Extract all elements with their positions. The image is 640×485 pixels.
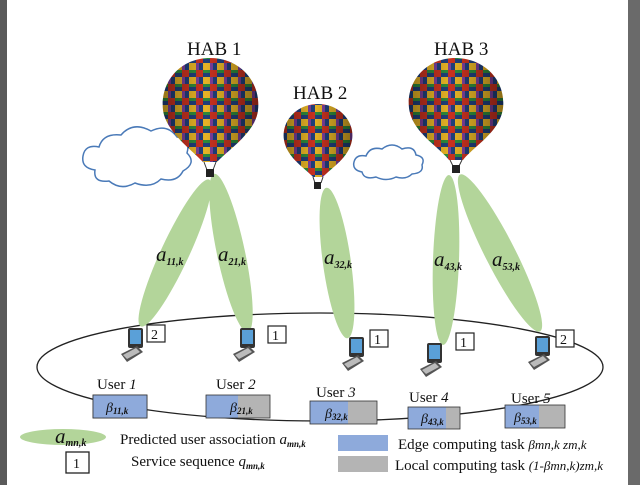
hab-2-label: HAB 2: [293, 83, 347, 104]
svg-text:1: 1: [460, 336, 467, 351]
user-4-task-bar: β43,k: [408, 407, 460, 429]
legend-seq-box-text: 1: [73, 457, 80, 472]
user-4-label: User 4: [409, 390, 449, 406]
legend-local-swatch: [338, 456, 388, 472]
user-1-sequence-box: 2: [147, 325, 165, 343]
user-1-task-bar: β11,k: [93, 395, 147, 418]
hab-3-label: HAB 3: [434, 39, 488, 60]
hab-2-balloon-icon: [284, 104, 353, 189]
user-3-label: User 3: [316, 385, 356, 401]
beam-a21: [200, 171, 261, 335]
user-4-sequence-box: 1: [456, 333, 474, 351]
legend-local-text: Local computing task (1-βmn,k)zm,k: [395, 458, 603, 474]
legend-edge-swatch: [338, 435, 388, 451]
svg-text:2: 2: [560, 333, 567, 348]
user-2-sequence-box: 1: [268, 326, 286, 344]
user-2-task-bar: β21,k: [206, 395, 270, 418]
legend-seq-text: Service sequence qmn,k: [131, 454, 265, 471]
beam-a11: [128, 174, 222, 333]
svg-text:1: 1: [374, 333, 381, 348]
svg-text:1: 1: [272, 329, 279, 344]
user-5-phone-icon: [528, 336, 550, 370]
hab-3-balloon-icon: [409, 58, 504, 173]
user-2-phone-icon: [233, 328, 255, 362]
user-4-phone-icon: [420, 343, 442, 377]
user-5-task-bar: β53,k: [505, 405, 565, 428]
cloud-left-icon: [83, 127, 191, 187]
user-3-task-bar: β32,k: [310, 401, 377, 424]
user-2-label: User 2: [216, 377, 256, 393]
legend-edge-text: Edge computing task βmn,k zm,k: [398, 437, 587, 453]
legend-assoc-text: Predicted user association amn,k: [120, 432, 306, 449]
user-1-phone-icon: [121, 328, 143, 362]
cloud-right-icon: [354, 145, 423, 180]
svg-text:2: 2: [151, 328, 158, 343]
user-1-label: User 1: [97, 377, 137, 393]
user-3-sequence-box: 1: [370, 330, 388, 348]
user-3-phone-icon: [342, 337, 364, 371]
hab-1-label: HAB 1: [187, 39, 241, 60]
user-5-sequence-box: 2: [556, 330, 574, 348]
